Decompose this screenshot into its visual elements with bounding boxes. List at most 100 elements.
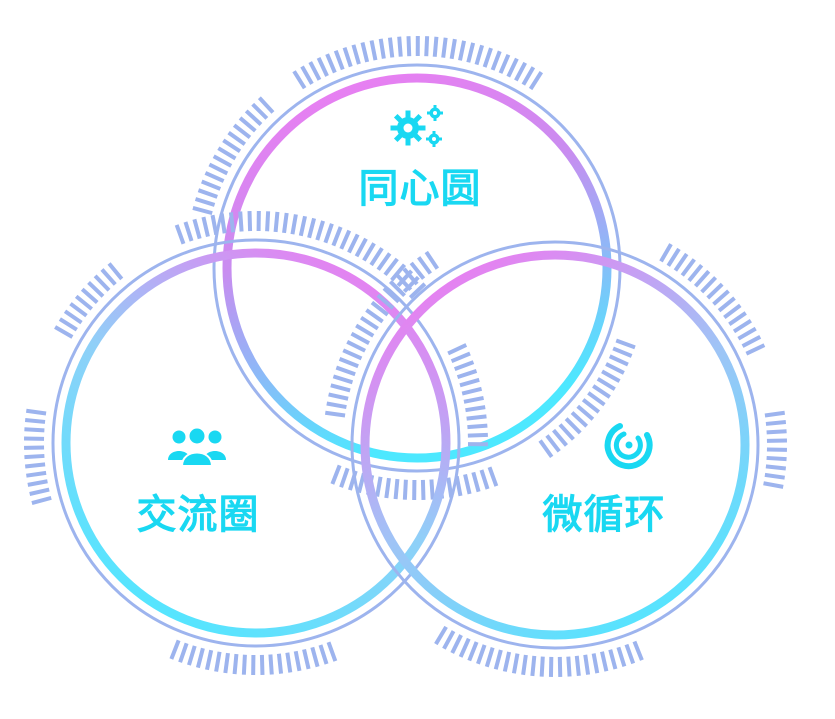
tick-mark bbox=[201, 216, 210, 237]
tick-mark bbox=[514, 61, 527, 82]
tick-mark bbox=[402, 479, 408, 500]
tick-mark bbox=[552, 428, 568, 447]
tick-mark bbox=[355, 323, 375, 338]
tick-mark bbox=[174, 224, 186, 245]
tick-mark bbox=[723, 303, 742, 320]
tick-mark bbox=[293, 650, 302, 672]
tick-mark bbox=[765, 419, 787, 426]
tick-mark bbox=[251, 102, 269, 120]
tick-mark bbox=[442, 630, 456, 650]
main-ring-weixunhuan bbox=[360, 250, 750, 640]
tick-mark bbox=[632, 640, 644, 661]
tick-mark bbox=[265, 211, 271, 232]
tick-mark bbox=[376, 293, 395, 310]
tick-mark bbox=[502, 651, 512, 672]
tick-mark bbox=[530, 655, 537, 677]
tick-mark bbox=[666, 247, 681, 267]
tick-mark bbox=[328, 392, 349, 401]
tick-mark bbox=[365, 308, 384, 324]
tick-mark bbox=[409, 261, 426, 280]
tick-mark bbox=[450, 634, 463, 654]
tick-mark bbox=[192, 206, 213, 216]
circle-weixunhuan: 微循环 bbox=[324, 240, 787, 677]
tick-mark bbox=[257, 96, 275, 114]
tick-mark bbox=[601, 369, 621, 383]
tick-mark bbox=[298, 215, 307, 237]
tick-mark bbox=[587, 391, 606, 407]
tick-mark bbox=[420, 479, 426, 500]
tick-mark bbox=[339, 229, 352, 250]
tick-mark bbox=[608, 354, 629, 367]
tick-mark bbox=[324, 410, 346, 418]
tick-mark bbox=[465, 405, 486, 413]
tick-mark bbox=[566, 656, 572, 677]
tick-mark bbox=[323, 223, 334, 244]
tick-mark bbox=[490, 50, 502, 71]
tick-mark bbox=[766, 455, 787, 462]
tick-mark bbox=[332, 374, 354, 385]
tick-mark bbox=[388, 280, 406, 298]
tick-mark bbox=[616, 646, 627, 667]
tick-mark bbox=[342, 46, 353, 68]
tick-mark bbox=[454, 360, 475, 371]
tick-mark bbox=[390, 263, 407, 282]
tick-mark bbox=[382, 286, 401, 304]
tick-mark bbox=[342, 348, 363, 361]
tick-mark bbox=[369, 40, 378, 61]
tick-mark bbox=[232, 653, 239, 675]
tick-mark bbox=[591, 653, 600, 674]
tick-mark bbox=[282, 212, 289, 234]
tick-mark bbox=[87, 280, 105, 298]
tick-mark bbox=[424, 250, 440, 270]
tick-mark bbox=[459, 377, 480, 388]
tick-mark bbox=[693, 269, 711, 288]
tick-mark bbox=[605, 362, 625, 375]
tick-mark bbox=[315, 220, 325, 241]
tick-mark bbox=[69, 302, 88, 318]
tick-mark bbox=[200, 179, 222, 191]
tick-mark bbox=[93, 274, 111, 292]
tick-mark bbox=[574, 655, 581, 676]
tick-mark bbox=[169, 639, 181, 660]
tick-mark bbox=[74, 294, 93, 311]
tick-mark bbox=[456, 369, 478, 380]
tick-ring-jiaoliuquan bbox=[24, 210, 489, 676]
tick-mark bbox=[441, 37, 448, 58]
tick-mark bbox=[484, 647, 495, 668]
tick-mark bbox=[482, 47, 493, 68]
tick-mark bbox=[402, 267, 419, 286]
tick-mark bbox=[583, 654, 591, 675]
tick-mark bbox=[204, 171, 225, 183]
tick-mark bbox=[183, 221, 194, 242]
tick-mark bbox=[300, 65, 314, 85]
tick-mark bbox=[24, 462, 46, 469]
tick-mark bbox=[424, 36, 430, 57]
tick-mark bbox=[766, 429, 787, 435]
tick-mark bbox=[479, 469, 490, 490]
tick-mark bbox=[673, 252, 689, 272]
tick-mark bbox=[210, 214, 219, 236]
tick-mark bbox=[346, 340, 366, 353]
tick-mark bbox=[197, 188, 218, 199]
tick-mark bbox=[687, 263, 704, 282]
tick-mark bbox=[195, 647, 205, 669]
main-ring-tongxinyuan bbox=[222, 73, 612, 463]
tick-mark bbox=[763, 481, 784, 489]
tick-mark bbox=[273, 211, 280, 233]
label-jiaoliuquan: 交流圈 bbox=[137, 492, 260, 538]
tick-mark bbox=[432, 36, 439, 57]
tick-mark bbox=[212, 154, 233, 168]
outer-ring-jiaoliuquan bbox=[51, 238, 461, 648]
tick-mark bbox=[417, 256, 433, 275]
tick-mark bbox=[362, 242, 376, 262]
tick-mark bbox=[447, 343, 468, 356]
tick-mark bbox=[576, 404, 595, 421]
tick-mark bbox=[558, 423, 575, 441]
tick-mark bbox=[446, 477, 454, 498]
tick-mark bbox=[506, 57, 519, 78]
tick-mark bbox=[276, 653, 284, 674]
gears-icon bbox=[390, 105, 443, 147]
tick-mark bbox=[25, 408, 47, 416]
tick-mark bbox=[458, 40, 467, 61]
tick-mark bbox=[54, 325, 74, 339]
